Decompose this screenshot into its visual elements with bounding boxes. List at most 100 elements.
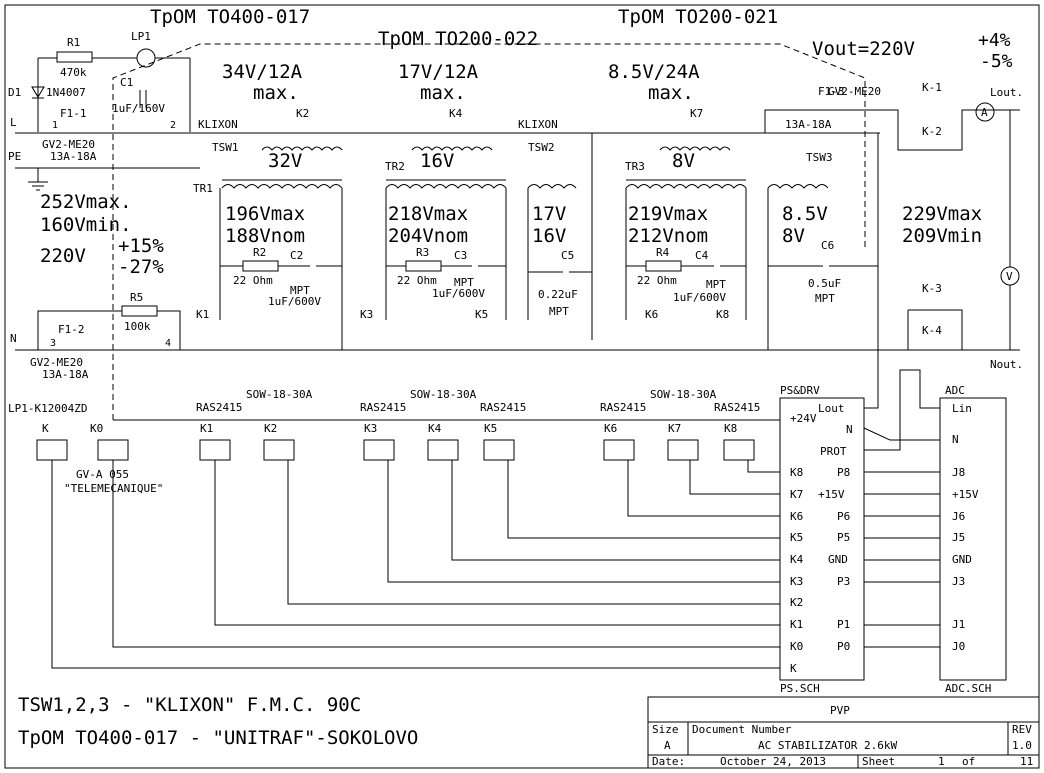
c5-type: MPT <box>549 305 569 318</box>
adc-pin-j1: J1 <box>952 618 965 631</box>
pin-p0: P0 <box>837 640 850 653</box>
pin-p1: P1 <box>837 618 850 631</box>
r5-value: 100k <box>124 320 151 333</box>
svg-text:1: 1 <box>52 120 58 131</box>
f13-label: F1-3 <box>818 85 845 98</box>
c2-label: C2 <box>290 249 303 262</box>
tr3-label: TR3 <box>625 160 645 173</box>
sow-label-3: SOW-18-30A <box>650 388 717 401</box>
tb-date-label: Date: <box>652 755 685 768</box>
coil-k3 <box>363 439 395 461</box>
secondary-8v: 8V <box>672 150 695 172</box>
pin-k8: K8 <box>790 466 803 479</box>
km4-label: K-4 <box>922 324 942 337</box>
dashed-boundary <box>112 43 866 420</box>
tap-label-2: 17V/12A <box>398 61 479 83</box>
c4-label: C4 <box>695 249 709 262</box>
tr1-vmax: 196Vmax <box>225 203 305 225</box>
svg-text:3: 3 <box>50 338 56 349</box>
c5-label: C5 <box>561 249 574 262</box>
tr3-vnom: 212Vnom <box>628 225 708 247</box>
pin-k0: K0 <box>790 640 803 653</box>
tr2-vnom: 204Vnom <box>388 225 468 247</box>
telemecanique-label: "TELEMECANIQUE" <box>64 482 163 495</box>
adc-title: ADC <box>945 384 965 397</box>
label-PE: PE <box>8 150 21 163</box>
adc-pin-j6: J6 <box>952 510 965 523</box>
nout-label: Nout. <box>990 358 1023 371</box>
c2-value: 1uF/600V <box>268 295 321 308</box>
f12-label: F1-2 <box>58 323 85 336</box>
c6-label: C6 <box>821 239 834 252</box>
tsw1-label: TSW1 <box>212 141 239 154</box>
svg-text:V: V <box>1006 270 1013 283</box>
sow-label-1: SOW-18-30A <box>246 388 313 401</box>
pin-prot: PROT <box>820 445 847 458</box>
input-minus: -27% <box>118 256 164 278</box>
pin-k: K <box>790 662 797 675</box>
c1-label: C1 <box>120 76 133 89</box>
coil-k5 <box>483 439 515 461</box>
tsw2-label: TSW2 <box>528 141 555 154</box>
pin-gnd: GND <box>828 553 848 566</box>
tb-date: October 24, 2013 <box>720 755 826 768</box>
coil-k6-label: K6 <box>604 422 617 435</box>
pin-lout: Lout <box>818 402 845 415</box>
c4-type: MPT <box>706 278 726 291</box>
tap-max-2: max. <box>420 82 466 104</box>
gv3-label: GV2-ME20 <box>828 85 881 98</box>
k4-contact-label: K4 <box>449 107 463 120</box>
r4-label: R4 <box>656 246 670 259</box>
lp1-label: LP1 <box>131 30 151 43</box>
tb-sheet-label: Sheet <box>862 755 895 768</box>
coil-k7 <box>667 439 699 461</box>
pin-n: N <box>846 423 853 436</box>
c6-type: MPT <box>815 292 835 305</box>
tb-docnum: AC STABILIZATOR 2.6kW <box>758 739 897 752</box>
r1-resistor <box>56 51 93 63</box>
km2-label: K-2 <box>922 125 942 138</box>
adc-block <box>939 397 1007 681</box>
tr1-vnom: 188Vnom <box>225 225 305 247</box>
tr1-label: TR1 <box>193 182 213 195</box>
coil-k3-label: K3 <box>364 422 377 435</box>
k3-contact-label: K3 <box>360 308 373 321</box>
tr2b-vnom: 16V <box>532 225 566 247</box>
k1-contact-label: K1 <box>196 308 209 321</box>
tap-max-1: max. <box>253 82 299 104</box>
km3-label: K-3 <box>922 282 942 295</box>
gva-label: GV-A 055 <box>76 468 129 481</box>
coil-k8 <box>723 439 755 461</box>
r4-value: 22 Ohm <box>637 274 677 287</box>
klixon-label-1: KLIXON <box>198 118 238 131</box>
k6-contact-label: K6 <box>645 308 658 321</box>
note-unitraf: ТрОМ ТО400-017 - "UNITRAF"-SOKOLOVO <box>18 727 418 749</box>
tr3-vmax: 219Vmax <box>628 203 708 225</box>
tr2-coil <box>385 184 507 189</box>
gv3-amps: 13A-18A <box>785 118 832 131</box>
tb-rev: 1.0 <box>1012 739 1032 752</box>
tb-of-label: of <box>962 755 975 768</box>
secondary-16v: 16V <box>420 150 454 172</box>
lout-label: Lout. <box>990 86 1023 99</box>
psdrv-block <box>779 397 865 681</box>
pin-24v: +24V <box>790 412 817 425</box>
tr2b-vmax: 17V <box>532 203 566 225</box>
c5-value: 0.22uF <box>538 288 578 301</box>
tr3b-vmax: 8.5V <box>782 203 828 225</box>
c1-value: 1uF/160V <box>112 102 165 115</box>
label-L: L <box>10 116 17 129</box>
gv2-label: GV2-ME20 <box>30 356 83 369</box>
lp1-lamp <box>136 48 156 68</box>
header-tr3: ТрОМ ТО200-021 <box>618 6 778 28</box>
adc-pin-j0: J0 <box>952 640 965 653</box>
pin-p3: P3 <box>837 575 850 588</box>
note-klixon: TSW1,2,3 - "KLIXON" F.M.C. 90C <box>18 694 361 716</box>
title-block: PVP Size A Document Number AC STABILIZAT… <box>647 696 1040 769</box>
coil-k4-label: K4 <box>428 422 442 435</box>
coil-k7-label: K7 <box>668 422 681 435</box>
r2-resistor <box>242 260 279 272</box>
adc-footer: ADC.SCH <box>945 682 991 695</box>
pin-15v: +15V <box>818 488 845 501</box>
